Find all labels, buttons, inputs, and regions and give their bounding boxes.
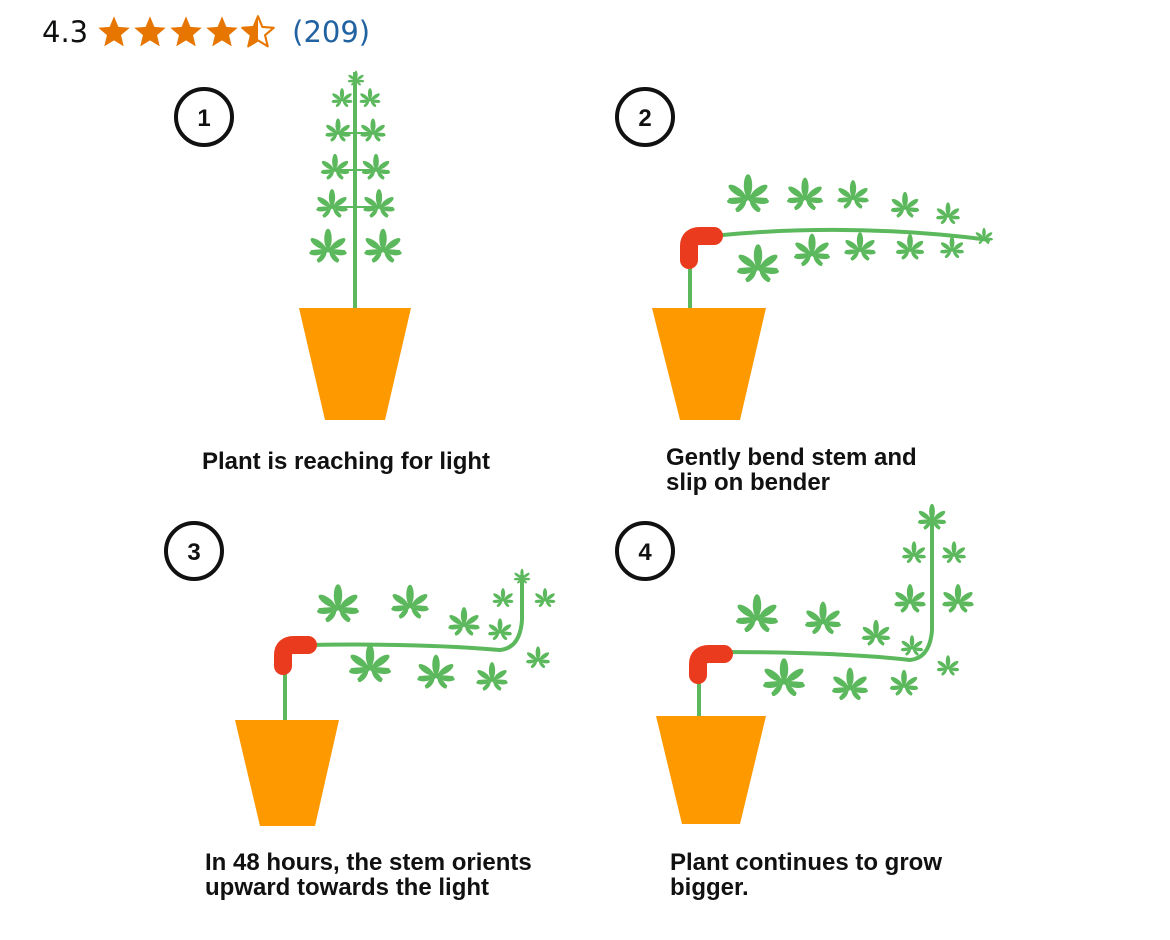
- star-icon: [134, 16, 166, 47]
- step-1-caption: Plant is reaching for light: [202, 448, 490, 475]
- step-2-number-badge: 2: [615, 87, 675, 147]
- step-2-caption: Gently bend stem and slip on bender: [666, 444, 923, 496]
- step-2-panel: 2 Gently bend stem and slip on bender: [615, 87, 994, 496]
- svg-text:3: 3: [187, 539, 200, 566]
- bender-clip-illustration: [689, 645, 733, 684]
- step-4-number-badge: 4: [615, 521, 675, 581]
- svg-text:2: 2: [638, 105, 651, 132]
- star-rating[interactable]: [96, 14, 276, 50]
- svg-text:4: 4: [638, 539, 652, 566]
- rating-value: 4.3: [42, 15, 89, 49]
- step-1-number-badge: 1: [174, 87, 234, 147]
- star-icon: [98, 16, 130, 47]
- star-icon: [206, 16, 238, 47]
- plant-illustration: [283, 568, 557, 720]
- svg-text:1: 1: [197, 105, 210, 132]
- plant-illustration: [688, 172, 994, 308]
- half-star-icon: [241, 15, 275, 48]
- rating-summary: 4.3 (209): [42, 10, 370, 54]
- pot-illustration: [235, 720, 339, 826]
- bender-clip-illustration: [680, 227, 723, 269]
- step-3-panel: 3 In 48 hours, the stem orients upward t…: [164, 521, 557, 901]
- pot-illustration: [656, 716, 766, 824]
- step-4-panel: 4 Plant continues to grow bigger.: [615, 502, 976, 901]
- step-3-caption: In 48 hours, the stem orients upward tow…: [205, 849, 538, 901]
- plant-illustration: [307, 70, 404, 308]
- pot-illustration: [299, 308, 411, 420]
- plant-illustration: [697, 502, 976, 716]
- pot-illustration: [652, 308, 766, 420]
- step-4-caption: Plant continues to grow bigger.: [670, 849, 949, 901]
- bender-clip-illustration: [274, 636, 317, 675]
- rating-count-link[interactable]: (209): [292, 15, 371, 49]
- step-3-number-badge: 3: [164, 521, 224, 581]
- star-icon: [170, 16, 202, 47]
- step-1-panel: 1 Plant is reaching for light: [174, 70, 490, 475]
